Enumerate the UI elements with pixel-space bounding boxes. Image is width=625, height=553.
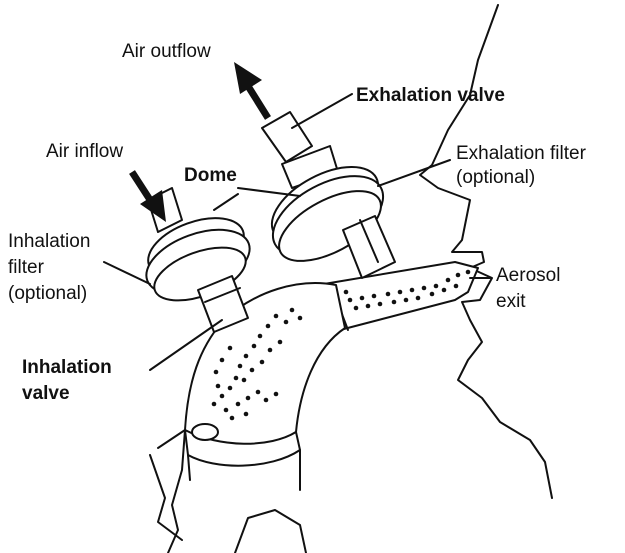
air-outflow-label: Air outflow	[122, 41, 211, 62]
air-inflow-label: Air inflow	[46, 141, 124, 162]
leader-exhalation-filter	[377, 159, 451, 187]
leader-inhalation-valve	[149, 319, 223, 371]
exhalation-filter-optional-label: (optional)	[456, 167, 536, 188]
outflow-arrow-icon	[245, 84, 271, 120]
leader-exhalation-valve	[291, 93, 353, 129]
hand-outline	[157, 429, 186, 553]
exhalation-filter-label: Exhalation filter	[456, 143, 586, 164]
dome-label: Dome	[184, 165, 237, 186]
aerosol-exit-label-2: exit	[496, 291, 526, 312]
inhalation-valve-label: Inhalation	[22, 357, 112, 378]
inhalation-filter-label-2: filter	[8, 257, 44, 278]
inhalation-valve-label-2: valve	[22, 383, 70, 404]
face-profile	[419, 4, 553, 499]
aerosol-dots	[211, 269, 471, 421]
inhalation-filter-label: Inhalation	[8, 231, 91, 252]
leader-inhalation-filter	[103, 261, 151, 285]
exhalation-valve-stem	[261, 111, 313, 163]
aerosol-exit-label: Aerosol	[496, 265, 561, 286]
exhalation-valve-label: Exhalation valve	[356, 85, 505, 106]
inhalation-filter-optional-label: (optional)	[8, 283, 88, 304]
leader-dome	[213, 187, 301, 211]
